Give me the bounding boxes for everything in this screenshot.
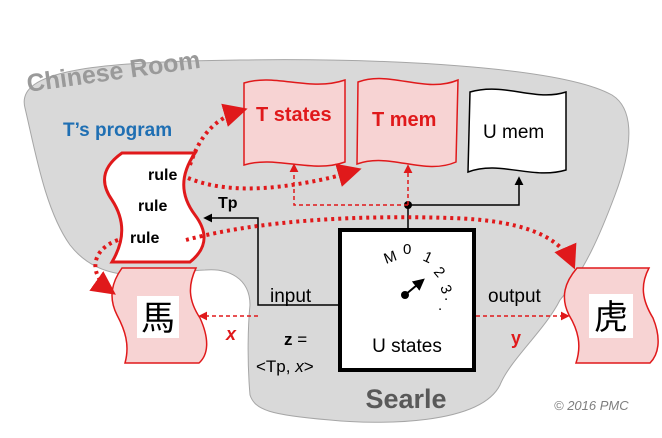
t-mem-scroll (356, 77, 459, 168)
dial-dot-1: . (444, 287, 448, 304)
machine-to-umem-connector (407, 176, 524, 228)
x-label: x (225, 324, 237, 344)
z-equation-line1: z = (284, 330, 307, 349)
program-scroll (103, 151, 206, 264)
program-rule-3: rule (130, 230, 159, 247)
dial-dot-2: . (438, 297, 442, 314)
u-mem-scroll (467, 88, 567, 174)
t-mem-label: T mem (372, 109, 436, 131)
u-states-label: U states (372, 336, 442, 357)
u-mem-label: U mem (483, 122, 544, 143)
z-equation-line2: <Tp, x> (256, 357, 314, 376)
dial-label-0: 0 (403, 241, 411, 258)
tp-label: Tp (218, 195, 238, 212)
output-label: output (488, 286, 542, 307)
z-pre: <Tp, (256, 357, 295, 376)
tp-connector (203, 213, 340, 306)
output-char: 虎 (594, 298, 628, 338)
z-post: > (304, 357, 314, 376)
input-label: input (270, 286, 312, 307)
z-var: z (284, 330, 293, 349)
program-to-input-flow (89, 238, 119, 295)
searle-machine (338, 228, 476, 372)
program-to-tstates-flow (188, 103, 248, 166)
searle-label: Searle (365, 384, 446, 414)
dial-label-m: M (382, 248, 400, 268)
z-x: x (294, 357, 304, 376)
program-rule-1: rule (148, 167, 177, 184)
program-to-tmem-flow (187, 163, 362, 191)
copyright: © 2016 PMC (554, 398, 629, 413)
dial-pivot (401, 291, 409, 299)
t-states-scroll (243, 78, 346, 167)
input-char-box (137, 296, 179, 338)
t-states-label: T states (256, 104, 332, 126)
program-title: T’s program (63, 120, 172, 141)
output-char-box (589, 294, 633, 338)
z-eq: = (297, 330, 307, 349)
junction-to-tstates (289, 163, 408, 206)
y-label: y (511, 328, 521, 348)
input-char: 馬 (141, 299, 175, 339)
program-rule-2: rule (138, 198, 167, 215)
